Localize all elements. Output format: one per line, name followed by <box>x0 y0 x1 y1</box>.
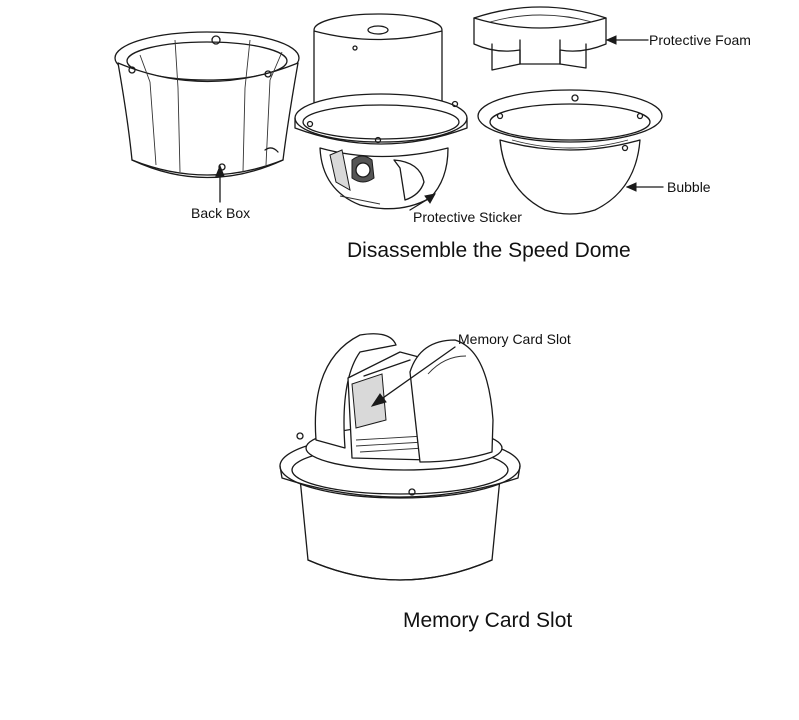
back-box-illustration <box>114 31 300 179</box>
back-box-label: Back Box <box>191 205 251 221</box>
speed-dome-illustration <box>294 13 468 210</box>
leader-lines <box>215 35 664 211</box>
protective-foam-label: Protective Foam <box>649 32 751 48</box>
memory-card-slot-caption: Memory Card Slot <box>403 609 573 632</box>
protective-sticker-label: Protective Sticker <box>413 209 522 225</box>
bubble-label: Bubble <box>667 179 711 195</box>
protective-foam-illustration <box>473 6 607 71</box>
bubble-illustration <box>477 89 663 215</box>
assembled-dome-illustration <box>279 333 521 581</box>
memory-card-slot-callout: Memory Card Slot <box>458 331 571 347</box>
disassemble-caption: Disassemble the Speed Dome <box>347 239 631 262</box>
